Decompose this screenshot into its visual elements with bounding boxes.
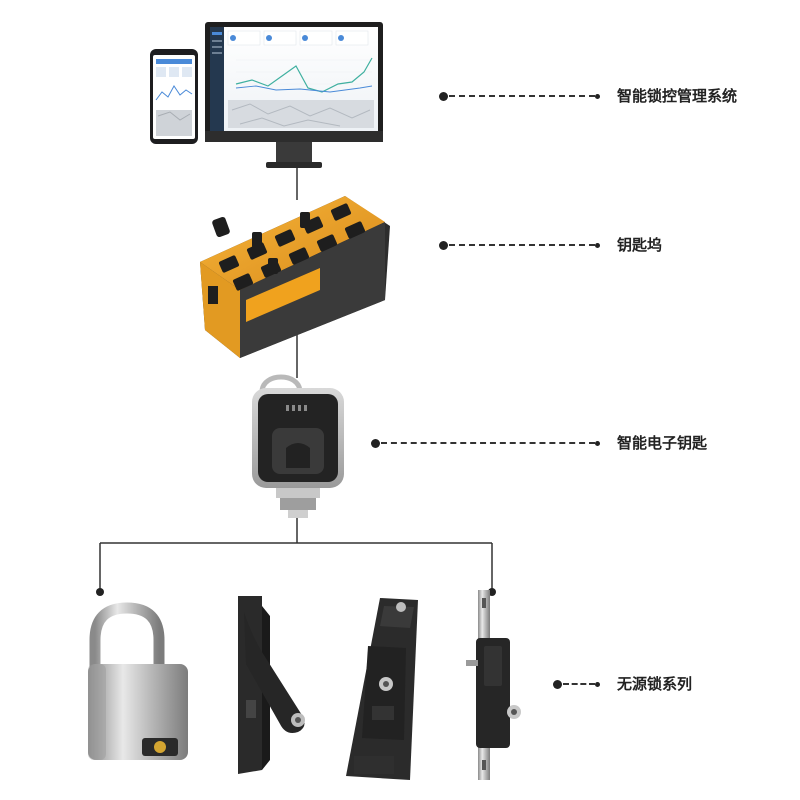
connector-end-dot <box>595 441 600 446</box>
connector-dash <box>381 442 595 444</box>
branch-end-dot-left <box>96 588 104 596</box>
label-key: 智能电子钥匙 <box>617 434 708 452</box>
connector-end-dot <box>595 682 600 687</box>
label-dock: 钥匙坞 <box>617 236 663 254</box>
connector-dot <box>553 680 562 689</box>
connector-dash <box>449 244 595 246</box>
connector-end-dot <box>595 243 600 248</box>
connector-dot <box>439 241 448 250</box>
connector-end-dot <box>595 94 600 99</box>
connector-dash <box>449 95 595 97</box>
rod-lock-icon <box>466 590 521 780</box>
key-dock-icon <box>200 196 390 358</box>
label-locks: 无源锁系列 <box>617 675 693 693</box>
monitor-icon <box>205 22 383 168</box>
phone-icon <box>150 49 198 144</box>
padlock-icon <box>88 602 188 760</box>
label-system: 智能锁控管理系统 <box>617 87 738 105</box>
cabinet-lock-icon <box>238 596 305 774</box>
panel-lock-icon <box>346 598 418 780</box>
connector-dot <box>371 439 380 448</box>
electronic-key-icon <box>252 374 344 518</box>
connector-dash <box>563 683 595 685</box>
connector-dot <box>439 92 448 101</box>
